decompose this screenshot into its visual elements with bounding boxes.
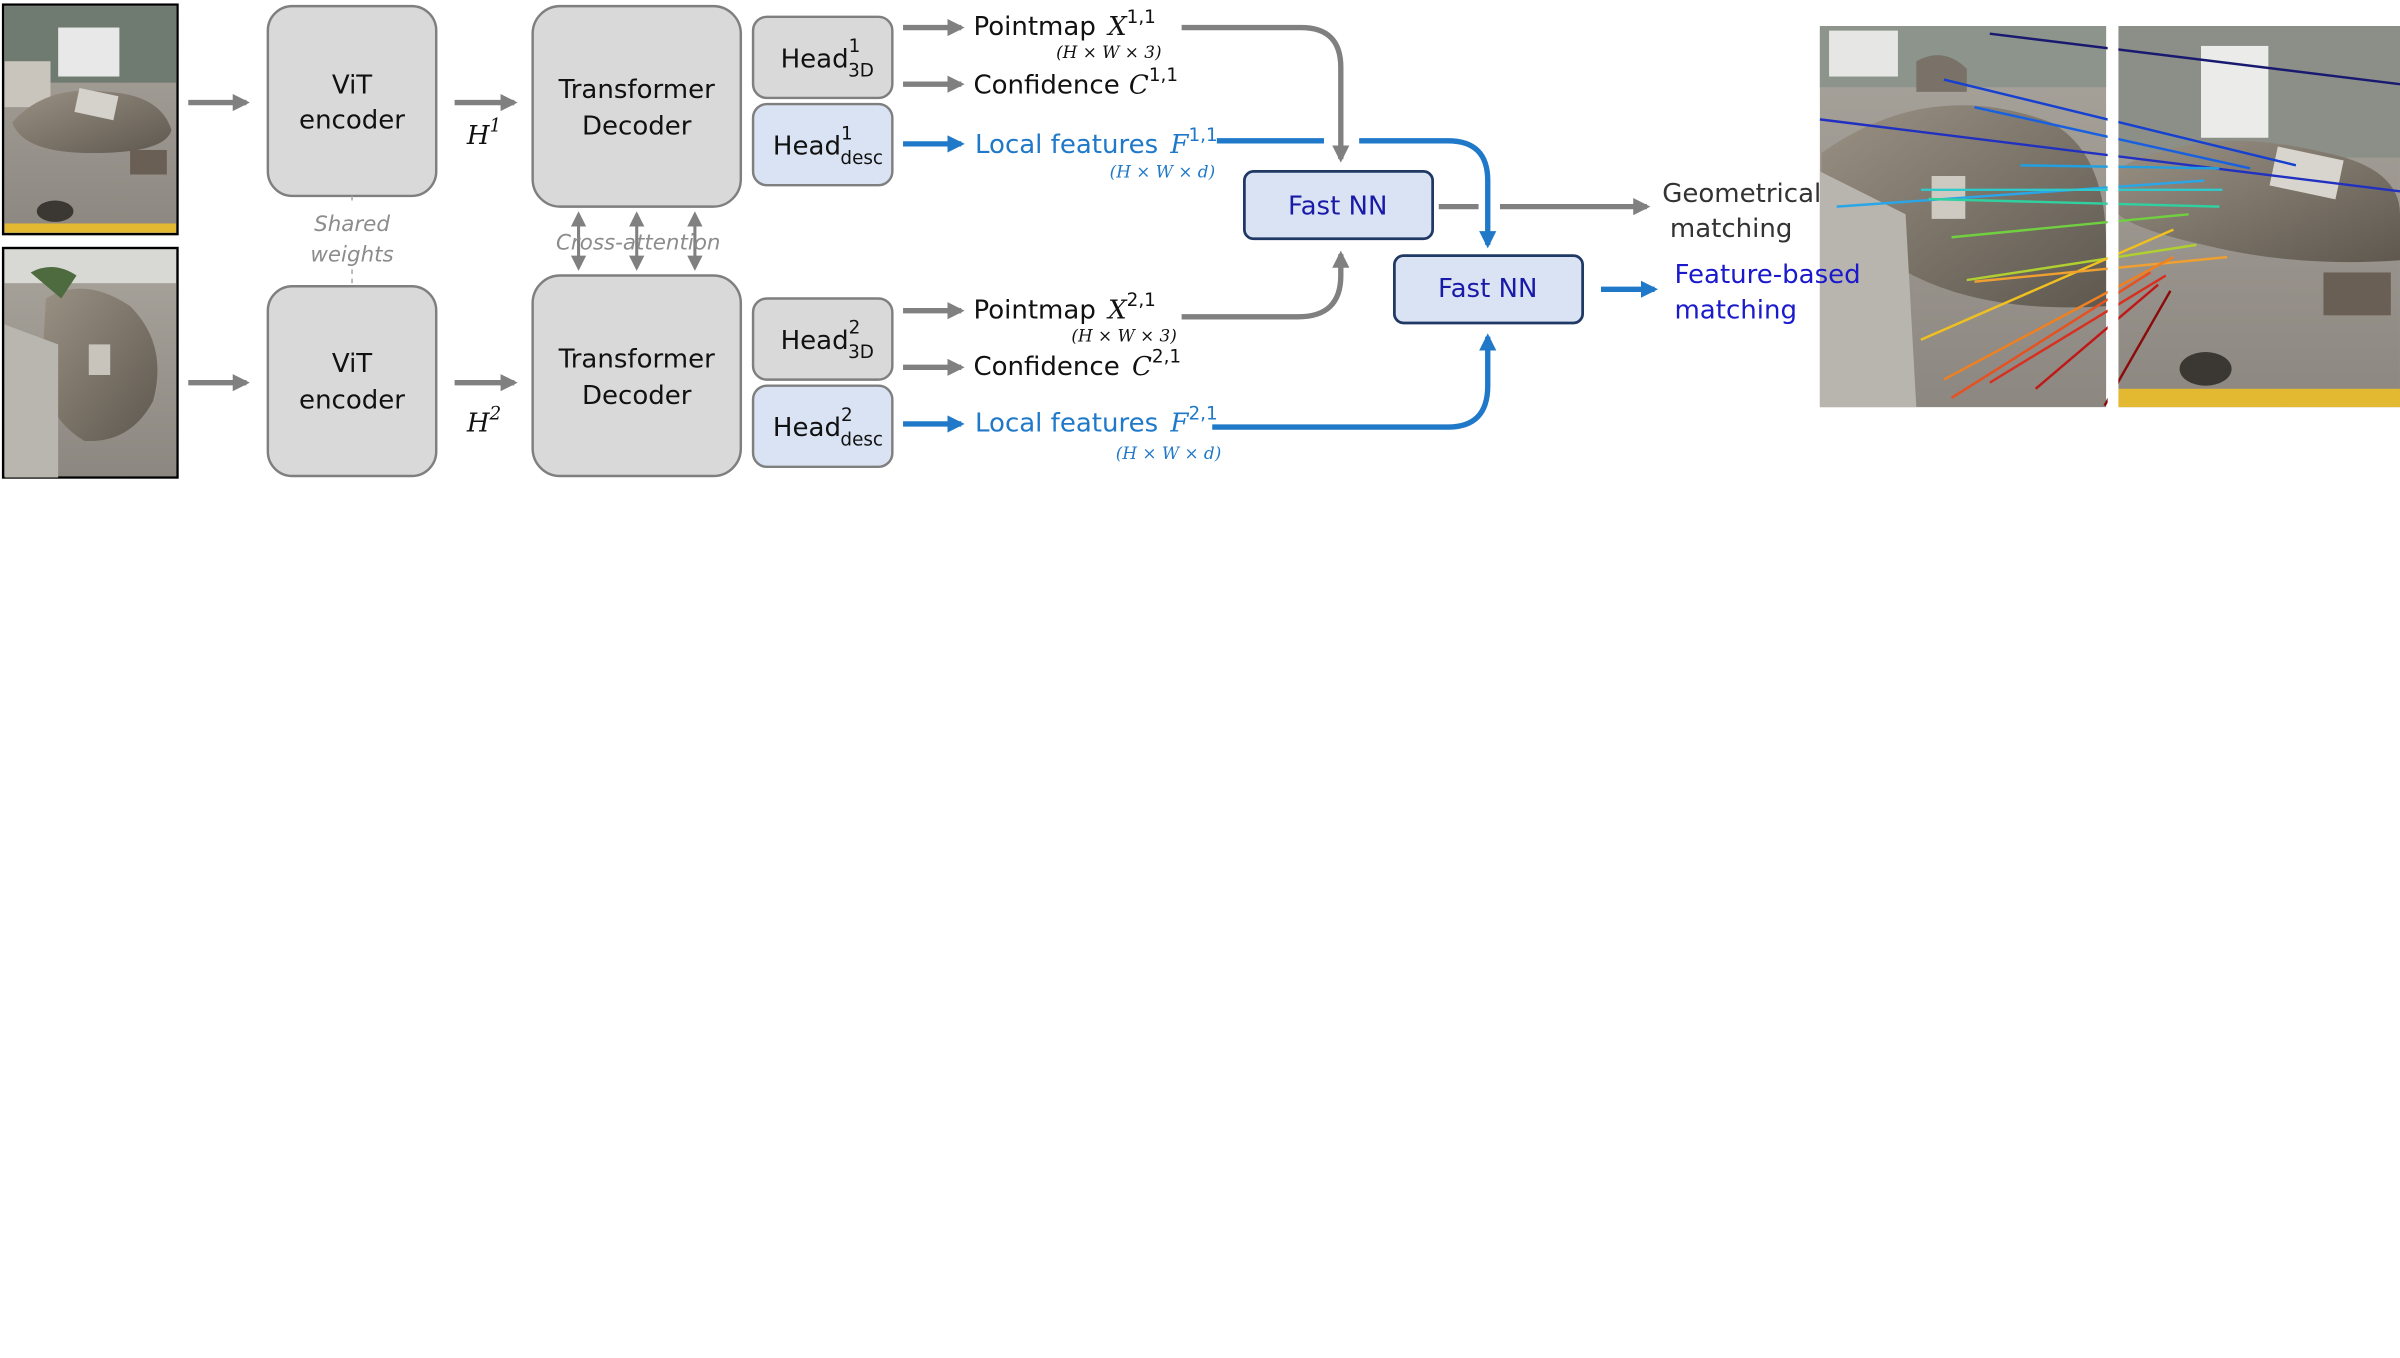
matching-result-image <box>1819 26 2400 408</box>
geometrical-matching-line1: Geometrical <box>1662 179 1821 209</box>
fast-nn-feature: Fast NN <box>1392 254 1585 325</box>
decoder-2-line1: Transformer <box>558 344 715 374</box>
token-h1: H1 <box>466 116 501 151</box>
fast-nn-2-label: Fast NN <box>1438 274 1537 304</box>
vit-encoder-2: ViT encoder <box>266 284 438 478</box>
feature-based-matching-line2: matching <box>1674 295 1797 325</box>
connector-local2-nn <box>1212 333 1497 430</box>
fast-nn-1-label: Fast NN <box>1288 191 1387 221</box>
connector-pointmap2-nn <box>1181 250 1350 320</box>
connector-local1-nn <box>1359 138 1497 249</box>
input-image-2 <box>1 246 179 479</box>
encoder-2-line1: ViT <box>332 349 372 379</box>
decoder-1-line1: Transformer <box>558 75 715 105</box>
connector-pointmap1-nn <box>1181 24 1350 163</box>
geometrical-matching-line2: matching <box>1670 214 1793 244</box>
pointmap-1-dim: (H × W × 3) <box>1056 42 1161 62</box>
decoder-2-line2: Decoder <box>582 381 692 411</box>
vit-encoder-1: ViT encoder <box>266 4 438 198</box>
encoder-2-line2: encoder <box>299 386 405 416</box>
transformer-decoder-2: Transformer Decoder <box>531 274 743 478</box>
local-features-2-dim: (H × W × d) <box>1116 443 1221 463</box>
local-features-1-dim: (H × W × d) <box>1110 162 1215 182</box>
cross-attention-arrows <box>570 211 703 271</box>
encoder-1-line1: ViT <box>332 70 372 100</box>
cross-attention-label: Cross-attention <box>556 230 721 255</box>
shared-weights-bg <box>303 205 402 270</box>
feature-based-matching-line1: Feature-based <box>1674 260 1860 290</box>
input-image-1 <box>1 3 179 236</box>
token-h2: H2 <box>466 403 501 438</box>
shared-weights-line2: weights <box>310 243 393 268</box>
decoder-1-line2: Decoder <box>582 112 692 142</box>
shared-weights-line1: Shared <box>314 212 390 237</box>
pointmap-2-dim: (H × W × 3) <box>1071 325 1176 345</box>
encoder-1-line2: encoder <box>299 106 405 136</box>
fast-nn-geometric: Fast NN <box>1243 170 1435 241</box>
transformer-decoder-1: Transformer Decoder <box>531 4 743 208</box>
